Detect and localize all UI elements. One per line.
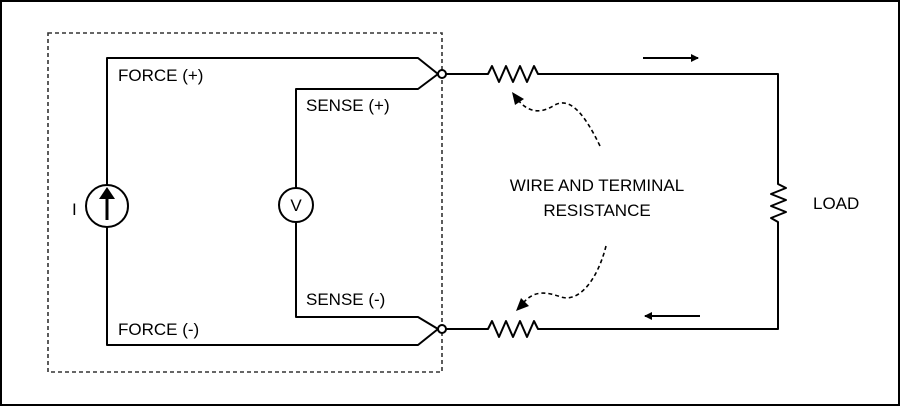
terminal-top [437,69,447,79]
resistance-label-line2: RESISTANCE [543,201,650,220]
force-plus-label: FORCE (+) [118,66,203,85]
current-source-label: I [72,200,77,219]
sense-plus-wire [295,73,439,189]
pointer-bottom-resistance [523,245,607,303]
bottom-lead-wire [445,225,779,338]
pointer-top-resistance-head [512,92,524,105]
terminal-bottom [437,324,447,334]
top-lead-wire [445,65,779,181]
load-label: LOAD [813,194,859,213]
force-plus-wire [106,57,439,185]
current-source [85,184,129,228]
sense-plus-label: SENSE (+) [306,96,390,115]
load-resistor [770,179,787,227]
force-minus-label: FORCE (-) [118,320,199,339]
pointer-top-resistance [517,99,601,147]
voltmeter-label: V [290,196,302,215]
voltmeter: V [278,187,314,223]
resistance-label-line1: WIRE AND TERMINAL [510,176,684,195]
sense-minus-wire [295,221,439,330]
force-minus-wire [106,227,439,346]
instrument-boundary [47,32,443,373]
pointer-bottom-resistance-head [516,298,529,311]
sense-minus-label: SENSE (-) [306,290,385,309]
